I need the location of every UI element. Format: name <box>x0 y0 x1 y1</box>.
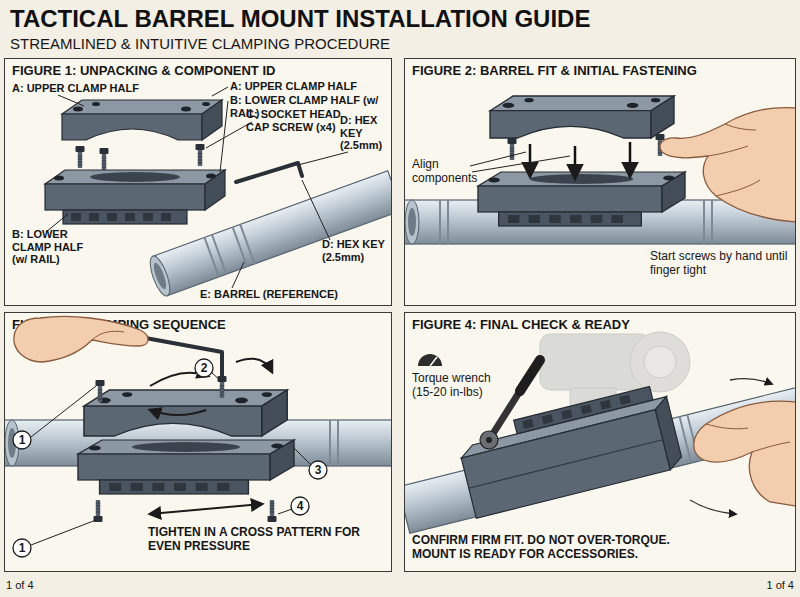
part-label: C: SOCKET HEAD CAP SCREW (x4) <box>246 108 346 133</box>
page-number: 1 of 4 <box>734 579 794 592</box>
page-title: TACTICAL BARREL MOUNT INSTALLATION GUIDE <box>10 6 590 32</box>
subtitle: STREAMLINED & INTUITIVE CLAMPING PROCEDU… <box>10 35 570 52</box>
panel-heading: FIGURE 2: BARREL FIT & INITIAL FASTENING <box>412 64 790 79</box>
part-label: D: HEX KEY (2.5mm) <box>322 238 390 263</box>
callout-number: 1 <box>14 432 30 448</box>
part-label: E: BARREL (REFERENCE) <box>200 288 388 301</box>
callout-number: 3 <box>310 462 326 478</box>
part-label: D: HEX KEY (2.5mm) <box>340 114 396 152</box>
part-label: A: UPPER CLAMP HALF <box>230 80 395 93</box>
tool-label: Torque wrench (15-20 in-lbs) <box>412 372 512 400</box>
callout-number: 2 <box>196 360 212 376</box>
panel-heading: FIGURE 4: FINAL CHECK & READY <box>412 318 790 333</box>
instruction-note: CONFIRM FIRM FIT. DO NOT OVER-TORQUE. MO… <box>412 534 702 562</box>
part-label: A: UPPER CLAMP HALF <box>12 82 162 95</box>
callout-number: 1 <box>14 540 30 556</box>
instruction-note: Align components <box>412 158 484 186</box>
part-label: B: LOWER CLAMP HALF (w/ RAIL) <box>12 228 90 266</box>
panel-heading: FIGURE 1: UNPACKING & COMPONENT ID <box>12 64 386 79</box>
panel-heading: FIGURE 3: CLAMPING SEQUENCE <box>12 318 386 333</box>
instruction-note: TIGHTEN IN A CROSS PATTERN FOR EVEN PRES… <box>148 526 388 554</box>
callout-number: 4 <box>292 498 308 514</box>
page-number: 1 of 4 <box>6 579 66 592</box>
figure-panel: FIGURE 4: FINAL CHECK & READY <box>404 312 796 572</box>
instruction-note: Start screws by hand until finger tight <box>650 250 794 278</box>
